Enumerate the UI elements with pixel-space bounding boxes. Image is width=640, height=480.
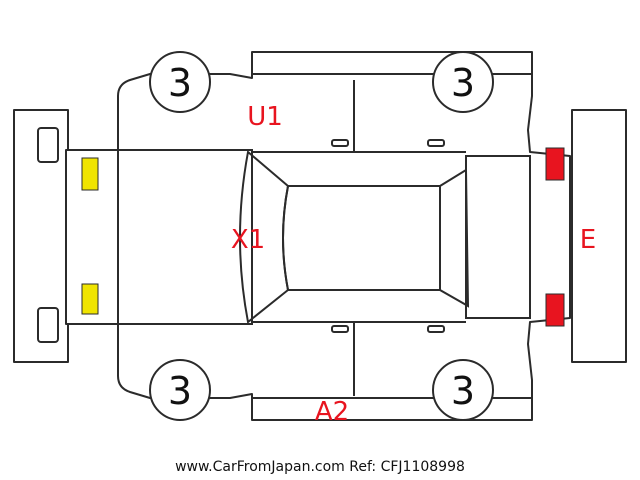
front-bumper: [13, 109, 69, 363]
front-bumper-vent-bottom: [37, 307, 59, 343]
mark-upper-door: U1: [247, 102, 283, 132]
lower-door-handle-rear: [427, 325, 445, 333]
tire-front-lower: 3: [149, 359, 211, 421]
tire-front-upper-label: 3: [168, 61, 192, 105]
front-bumper-vent-top: [37, 127, 59, 163]
rear-window: [439, 168, 470, 308]
headlight-top: [81, 157, 99, 191]
headlight-bottom: [81, 283, 99, 315]
roof-panel: [282, 185, 441, 291]
tire-rear-upper-label: 3: [451, 61, 475, 105]
mark-rear: E: [580, 225, 596, 255]
tire-rear-lower: 3: [432, 359, 494, 421]
mark-lower-door: A2: [315, 397, 349, 427]
windshield: [239, 150, 290, 324]
tire-rear-lower-label: 3: [451, 369, 475, 413]
taillight-bottom: [545, 293, 565, 327]
hood-panel: [117, 149, 253, 325]
lower-door-handle-front: [331, 325, 349, 333]
mark-front-pillar: X1: [231, 225, 265, 255]
upper-door-handle-front: [331, 139, 349, 147]
rear-bumper: [571, 109, 627, 363]
upper-door-handle-rear: [427, 139, 445, 147]
taillight-top: [545, 147, 565, 181]
tire-rear-upper: 3: [432, 51, 494, 113]
tire-front-lower-label: 3: [168, 369, 192, 413]
reference-footer: www.CarFromJapan.com Ref: CFJ1108998: [175, 459, 465, 475]
tire-front-upper: 3: [149, 51, 211, 113]
tailgate-panel: [465, 155, 531, 319]
